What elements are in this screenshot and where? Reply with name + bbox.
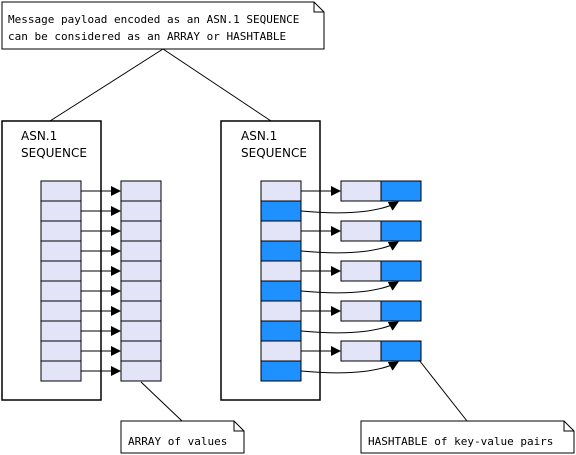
sequence-element — [40, 220, 82, 242]
array-value-cell — [120, 340, 162, 362]
sequence-key-element — [260, 340, 302, 362]
array-value-cell — [120, 320, 162, 342]
sequence-key-element — [260, 180, 302, 202]
right-sequence-label-line1: ASN.1 — [241, 129, 277, 143]
array-value-cell — [120, 200, 162, 222]
array-note: ARRAY of values — [120, 420, 245, 454]
left-element-column — [40, 180, 82, 382]
sequence-element — [40, 300, 82, 322]
hashtable-value-arrow — [300, 241, 399, 254]
hashtable-note: HASHTABLE of key-value pairs — [360, 420, 575, 454]
hashtable-key-cell — [340, 260, 382, 282]
left-sequence-label-line2: SEQUENCE — [21, 146, 87, 160]
hashtable-value-cell — [380, 260, 422, 282]
sequence-element — [40, 260, 82, 282]
sequence-key-element — [260, 260, 302, 282]
sequence-value-element — [260, 360, 302, 382]
array-values-column — [120, 180, 162, 382]
sequence-value-element — [260, 280, 302, 302]
hashtable-key-cell — [340, 300, 382, 322]
hashtable-value-arrow — [300, 201, 399, 214]
connector-hashtable-note — [418, 359, 468, 422]
top-note: Message payload encoded as an ASN.1 SEQU… — [1, 1, 325, 50]
hashtable-value-arrow — [300, 281, 399, 294]
sequence-value-element — [260, 320, 302, 342]
sequence-value-element — [260, 200, 302, 222]
array-value-cell — [120, 260, 162, 282]
hashtable-pairs — [340, 180, 422, 362]
sequence-element — [40, 340, 82, 362]
connector-top-to-right — [162, 48, 272, 122]
sequence-element — [40, 180, 82, 202]
sequence-element — [40, 280, 82, 302]
array-value-cell — [120, 240, 162, 262]
hashtable-value-cell — [380, 220, 422, 242]
hashtable-value-cell — [380, 300, 422, 322]
hashtable-key-cell — [340, 220, 382, 242]
array-value-cell — [120, 360, 162, 382]
top-note-line2: can be considered as an ARRAY or HASHTAB… — [8, 30, 286, 43]
sequence-element — [40, 320, 82, 342]
sequence-key-element — [260, 220, 302, 242]
sequence-element — [40, 360, 82, 382]
top-note-line1: Message payload encoded as an ASN.1 SEQU… — [8, 13, 299, 26]
hashtable-value-cell — [380, 180, 422, 202]
right-sequence-label-line2: SEQUENCE — [241, 146, 307, 160]
array-value-cell — [120, 300, 162, 322]
array-value-cell — [120, 220, 162, 242]
right-sequence-box: ASN.1 SEQUENCE — [220, 120, 321, 401]
hashtable-value-arrow — [300, 321, 399, 334]
hashtable-key-cell — [340, 180, 382, 202]
array-value-cell — [120, 180, 162, 202]
connector-array-note — [140, 381, 183, 422]
sequence-element — [40, 240, 82, 262]
connector-top-to-left — [49, 48, 164, 122]
array-note-text: ARRAY of values — [128, 435, 227, 448]
sequence-element — [40, 200, 82, 222]
left-sequence-box: ASN.1 SEQUENCE — [1, 120, 102, 401]
array-value-cell — [120, 280, 162, 302]
hashtable-value-arrow — [300, 361, 399, 374]
sequence-value-element — [260, 240, 302, 262]
hashtable-arrows — [300, 186, 399, 374]
sequence-key-element — [260, 300, 302, 322]
hashtable-note-text: HASHTABLE of key-value pairs — [368, 435, 553, 448]
hashtable-key-cell — [340, 340, 382, 362]
right-element-column — [260, 180, 302, 382]
hashtable-value-cell — [380, 340, 422, 362]
left-sequence-label-line1: ASN.1 — [21, 129, 57, 143]
array-arrows — [81, 186, 121, 376]
